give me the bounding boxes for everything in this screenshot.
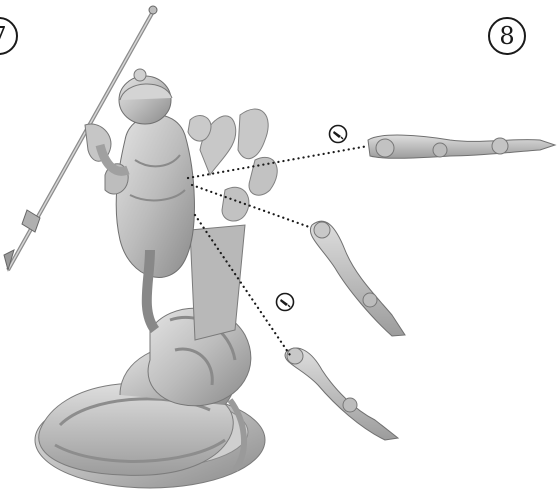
arm-part-lower (285, 348, 398, 440)
figure-torso (105, 69, 194, 330)
glue-nozzle-icon (277, 294, 294, 311)
glue-nozzle-icon (330, 126, 347, 143)
arm-part-middle (310, 221, 405, 336)
arm-part-upper (368, 135, 555, 158)
tree-scenery (188, 109, 277, 340)
